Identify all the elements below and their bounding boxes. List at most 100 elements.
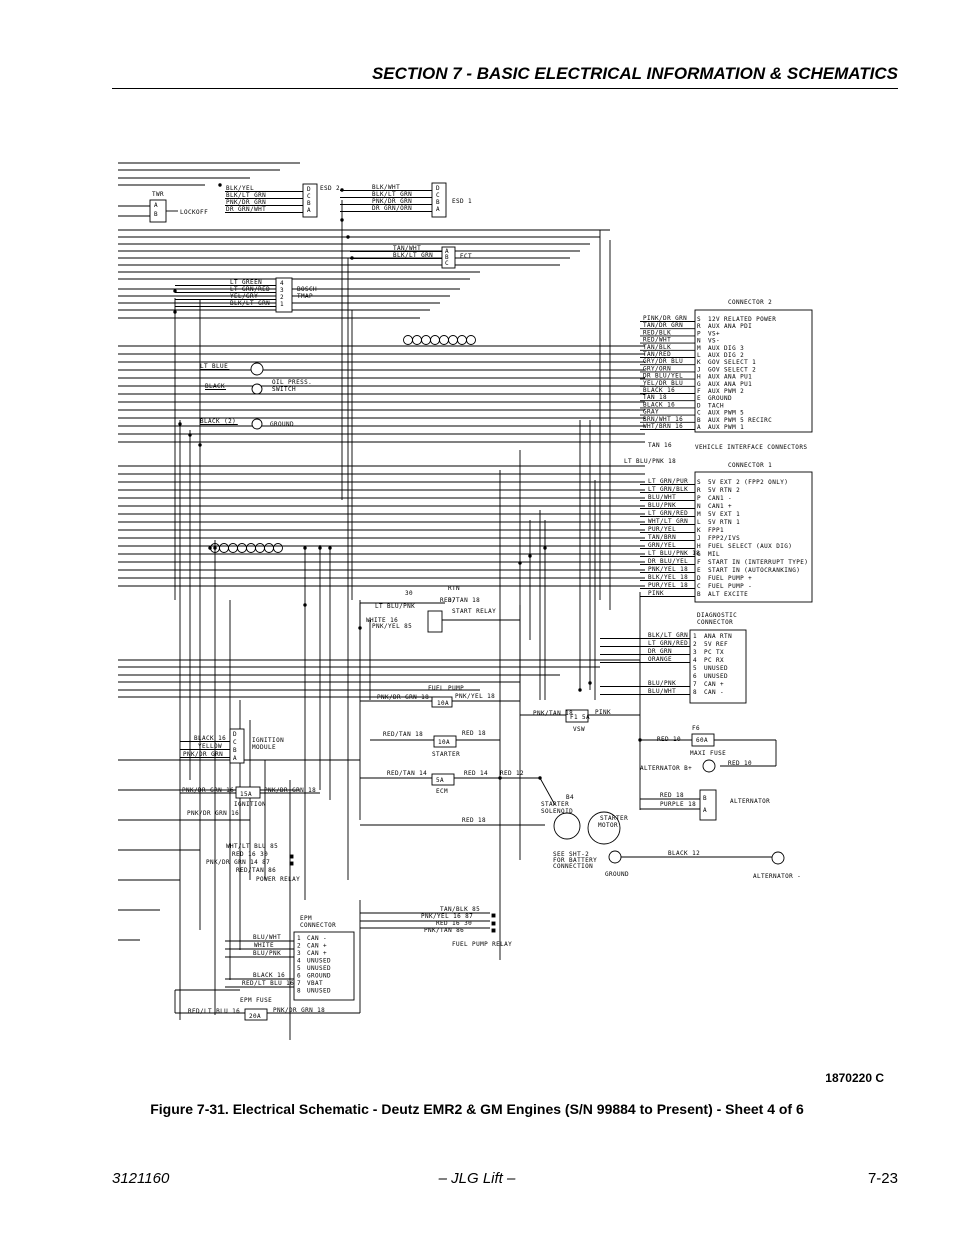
- diagnostic-func: UNUSED: [704, 665, 728, 672]
- connector2-pin: L: [697, 352, 701, 359]
- ignition-wire: PNK/DR GRN 16: [187, 810, 239, 817]
- epm-wire: BLU/PNK: [253, 950, 281, 957]
- esd1-wire-label: BLK/WHT: [372, 184, 400, 191]
- connector1-func: CAN1 +: [708, 503, 732, 510]
- connector1-func: FPP1: [708, 527, 724, 534]
- splice-dot: [303, 546, 307, 550]
- diagnostic-func: CAN -: [704, 689, 724, 696]
- connector1-func: CAN1 -: [708, 495, 732, 502]
- connector1-wire: BLK/YEL 18: [648, 574, 688, 581]
- starter-fuse: [433, 735, 457, 748]
- connector1-wire: BLU/WHT: [648, 494, 676, 501]
- ecm-wire: RED/TAN 14: [387, 770, 427, 777]
- connector1-wire: LT GRN/PUR: [648, 478, 688, 485]
- relay-contact: [491, 913, 496, 918]
- ecm-wire: RED 12: [500, 770, 524, 777]
- ignition-module-pin: D: [233, 731, 237, 738]
- splice-dot: [178, 422, 182, 426]
- connector2-func: VS-: [708, 338, 720, 345]
- diagnostic-pin: 3: [693, 649, 697, 656]
- ect-connector: [441, 246, 456, 269]
- connector1-pin: B: [697, 591, 701, 598]
- connector1-func: 5V EXT 1: [708, 511, 740, 518]
- alt-wire: RED 10: [657, 736, 681, 743]
- epm-func: UNUSED: [307, 958, 331, 965]
- epm-func: CAN +: [307, 950, 327, 957]
- connector2-func: AUX PWM 1: [708, 424, 744, 431]
- connector2-func: GOV SELECT 1: [708, 359, 756, 366]
- epm-pin: 7: [297, 980, 301, 987]
- connector2-label: CONNECTOR 2: [728, 299, 772, 306]
- epm-wire: BLU/WHT: [253, 934, 281, 941]
- splice-dot: [173, 310, 177, 314]
- connector1-pin: G: [697, 551, 701, 558]
- epm-pin: 6: [297, 973, 301, 980]
- esd1-pin: A: [436, 206, 440, 213]
- connector2-pin: M: [697, 345, 701, 352]
- splice-dot: [340, 188, 344, 192]
- fuse-rating: 20A: [249, 1013, 261, 1020]
- battery-note: CONNECTION: [553, 863, 593, 870]
- connector1-wire: GRN/YEL: [648, 542, 676, 549]
- oil-switch: [251, 383, 263, 395]
- connector2-func: AUX PWM 5 RECIRC: [708, 417, 772, 424]
- connector1-func: FUEL SELECT (AUX DIG): [708, 543, 792, 550]
- relay-contact: [491, 928, 496, 933]
- diagnostic-box: [689, 629, 747, 704]
- fuel-relay-wire: RED 16 30: [436, 920, 472, 927]
- tmap-pin: 3: [280, 287, 284, 294]
- fuel-pump-label: FUEL PUMP: [428, 685, 464, 692]
- alt-pin: A: [703, 807, 707, 814]
- relay-term: 87: [448, 597, 456, 604]
- diagnostic-pin: 2: [693, 641, 697, 648]
- motor-label: STARTER: [600, 815, 628, 822]
- epm-func: CAN +: [307, 943, 327, 950]
- fuse-label: F6: [692, 725, 700, 732]
- power-relay-wire: RED/TAN 86: [236, 867, 276, 874]
- epm-pin: 2: [297, 943, 301, 950]
- ect-wire-label: TAN/WHT: [393, 245, 421, 252]
- ground-label: GROUND: [270, 421, 294, 428]
- relay-contact: [491, 921, 496, 926]
- connector1-pin: J: [697, 535, 701, 542]
- ect-pin: C: [445, 260, 449, 267]
- connector2-wire: BLACK 16: [643, 401, 675, 408]
- epm-pin: 1: [297, 935, 301, 942]
- esd2-wire-label: PNK/DR GRN: [226, 199, 266, 206]
- connector2-wire: TAN/RED: [643, 351, 671, 358]
- ect-label: ECT: [460, 253, 472, 260]
- esd1-label: ESD 1: [452, 198, 472, 205]
- connector2-func: AUX PWM 5: [708, 410, 744, 417]
- start-relay: [427, 610, 443, 633]
- tan16-label: TAN 16: [648, 442, 672, 449]
- diagnostic-func: UNUSED: [704, 673, 728, 680]
- esd1-pin: C: [436, 192, 440, 199]
- connector2-pin: B: [697, 417, 701, 424]
- epm-pin: 3: [297, 950, 301, 957]
- splice-dot: [358, 626, 362, 630]
- lt-blu-pnk-label: LT BLU/PNK 18: [624, 458, 676, 465]
- b4-label: B4: [566, 794, 574, 801]
- connector1-pin: R: [697, 487, 701, 494]
- fuse-label: F1 5A: [570, 714, 590, 721]
- tmap-label: TMAP: [297, 293, 313, 300]
- relay-contact: [289, 861, 294, 866]
- diagnostic-label: DIAGNOSTIC: [697, 612, 737, 619]
- starter-label: STARTER: [432, 751, 460, 758]
- epm-pin: 4: [297, 958, 301, 965]
- solenoid-label: SOLENOID: [541, 808, 573, 815]
- splice-dot: [528, 554, 532, 558]
- connector1-func: 5V RTN 2: [708, 487, 740, 494]
- esd2-wire-label: BLK/YEL: [226, 185, 254, 192]
- splice-dot: [538, 776, 542, 780]
- splice-coil: [439, 335, 449, 345]
- epm-func: CAN -: [307, 935, 327, 942]
- ignition-module-pin: A: [233, 755, 237, 762]
- solenoid-label: STARTER: [541, 801, 569, 808]
- diagnostic-wire: DR GRN: [648, 648, 672, 655]
- connector2-pin: P: [697, 330, 701, 337]
- ignition-module-label: IGNITION: [252, 737, 284, 744]
- footer-center: – JLG Lift –: [438, 1170, 516, 1187]
- vsw-label: VSW: [573, 726, 585, 733]
- diagnostic-pin: 8: [693, 689, 697, 696]
